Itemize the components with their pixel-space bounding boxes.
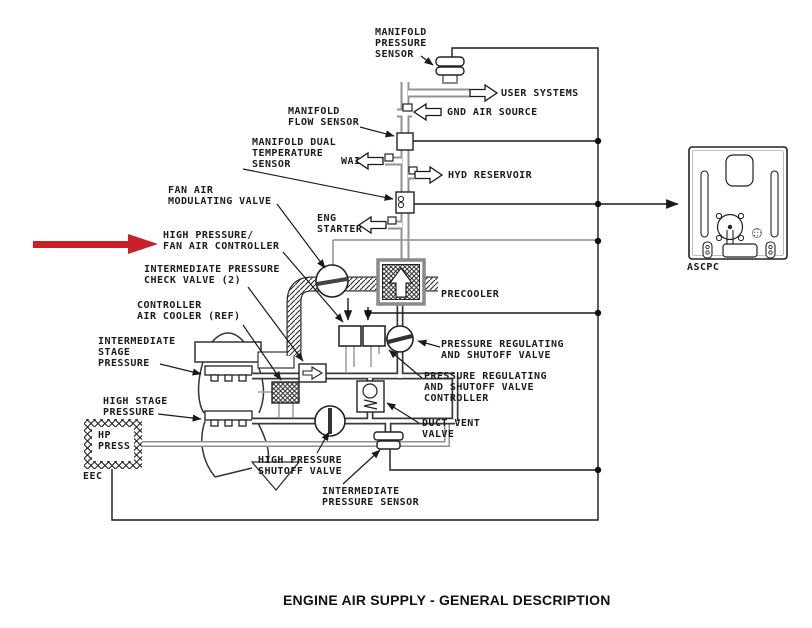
figure-title: ENGINE AIR SUPPLY - GENERAL DESCRIPTION — [283, 592, 611, 608]
junction-dots — [364, 137, 602, 474]
bleed-ports — [204, 365, 253, 427]
leader-manifold-pressure-sensor — [420, 55, 434, 66]
label-high-stage-pressure: HIGH STAGE PRESSURE — [103, 396, 168, 418]
intermediate-pressure-sensor-signal — [389, 449, 596, 471]
user-systems-flow-arrow-icon — [469, 84, 498, 102]
check-valve-symbol — [298, 363, 327, 383]
leader-lines — [157, 55, 441, 485]
eec-signal — [111, 469, 599, 521]
label-eng-starter: ENG STARTER — [317, 213, 363, 235]
leader-intermediate-pressure-check-valve — [247, 286, 304, 362]
leader-manifold-flow-sensor — [359, 126, 395, 138]
label-manifold-flow-sensor: MANIFOLD FLOW SENSOR — [288, 106, 360, 128]
label-eec: EEC — [83, 471, 103, 482]
label-duct-vent-valve: DUCT VENT VALVE — [422, 418, 481, 440]
ascpc-panel — [688, 146, 788, 260]
controller-input-arrows — [343, 298, 373, 321]
precooler-airflow-up-arrow-icon — [388, 267, 414, 298]
controller-air-cooler-symbol — [271, 381, 300, 404]
label-ascpc: ASCPC — [687, 262, 720, 273]
label-fan-air-modulating-valve: FAN AIR MODULATING VALVE — [168, 185, 272, 207]
label-hp-press: HP PRESS — [98, 430, 131, 452]
label-wai: WAI — [341, 156, 361, 167]
label-manifold-dual-temperature-sensor: MANIFOLD DUAL TEMPERATURE SENSOR — [252, 137, 337, 170]
manifold-dual-temperature-sensor-symbol — [395, 191, 415, 214]
prsov-symbol — [386, 325, 414, 353]
leader-fan-air-modulating-valve — [276, 203, 326, 269]
highlight-red-arrow-icon — [33, 234, 158, 254]
duct-vent-valve-symbol — [356, 380, 385, 413]
label-pressure-regulating-shutoff-valve-controller: PRESSURE REGULATING AND SHUTOFF VALVE CO… — [424, 371, 547, 404]
gnd-air-source-flow-arrow-icon — [413, 103, 442, 121]
famv-control-signal — [332, 239, 598, 266]
leader-high-pressure-fan-air-controller — [282, 251, 344, 323]
fan-air-modulating-valve-symbol — [315, 264, 349, 298]
leader-intermediate-stage-pressure — [159, 363, 202, 376]
label-intermediate-pressure-check-valve: INTERMEDIATE PRESSURE CHECK VALVE (2) — [144, 264, 280, 286]
intermediate-pressure-sensor-symbol — [373, 431, 404, 450]
hp-press-sense-line — [141, 421, 450, 447]
ascpc-display-window — [725, 154, 754, 187]
leader-prsov-controller — [388, 349, 423, 379]
label-manifold-pressure-sensor: MANIFOLD PRESSURE SENSOR — [375, 27, 427, 60]
prsov-controller-box — [362, 325, 386, 347]
port-fittings — [384, 103, 418, 225]
label-controller-air-cooler: CONTROLLER AIR COOLER (REF) — [137, 300, 241, 322]
fan-air-duct — [286, 276, 438, 356]
leader-high-stage-pressure — [157, 413, 202, 422]
label-intermediate-stage-pressure: INTERMEDIATE STAGE PRESSURE — [98, 336, 176, 369]
leader-intermediate-pressure-sensor — [342, 449, 381, 485]
hp-fan-air-controller-box — [338, 325, 362, 347]
leader-controller-air-cooler — [242, 324, 282, 381]
label-user-systems: USER SYSTEMS — [501, 88, 579, 99]
leader-manifold-dual-temperature-sensor — [242, 168, 394, 201]
manifold-pressure-sensor-symbol — [435, 56, 465, 84]
label-gnd-air-source: GND AIR SOURCE — [447, 107, 538, 118]
hpsov-symbol — [314, 405, 346, 437]
eec-box — [84, 419, 142, 469]
manifold-flow-sensor-symbol — [396, 132, 414, 151]
leader-prsov — [417, 339, 441, 348]
label-pressure-regulating-shutoff-valve: PRESSURE REGULATING AND SHUTOFF VALVE — [441, 339, 564, 361]
leader-duct-vent-valve — [386, 402, 420, 424]
label-hyd-reservoir: HYD RESERVOIR — [448, 170, 533, 181]
label-high-pressure-shutoff-valve: HIGH PRESSURE SHUTOFF VALVE — [258, 455, 343, 477]
label-high-pressure-fan-air-controller: HIGH PRESSURE/ FAN AIR CONTROLLER — [163, 230, 280, 252]
eng-starter-flow-arrow-icon — [358, 216, 387, 234]
precooler-symbol — [376, 258, 426, 306]
label-precooler: PRECOOLER — [441, 289, 500, 300]
check-valve-flow-arrow-icon — [302, 366, 324, 380]
leader-hpsov — [316, 431, 330, 454]
hyd-reservoir-flow-arrow-icon — [414, 166, 443, 184]
label-intermediate-pressure-sensor: INTERMEDIATE PRESSURE SENSOR — [322, 486, 420, 508]
engine-outline — [194, 332, 301, 492]
